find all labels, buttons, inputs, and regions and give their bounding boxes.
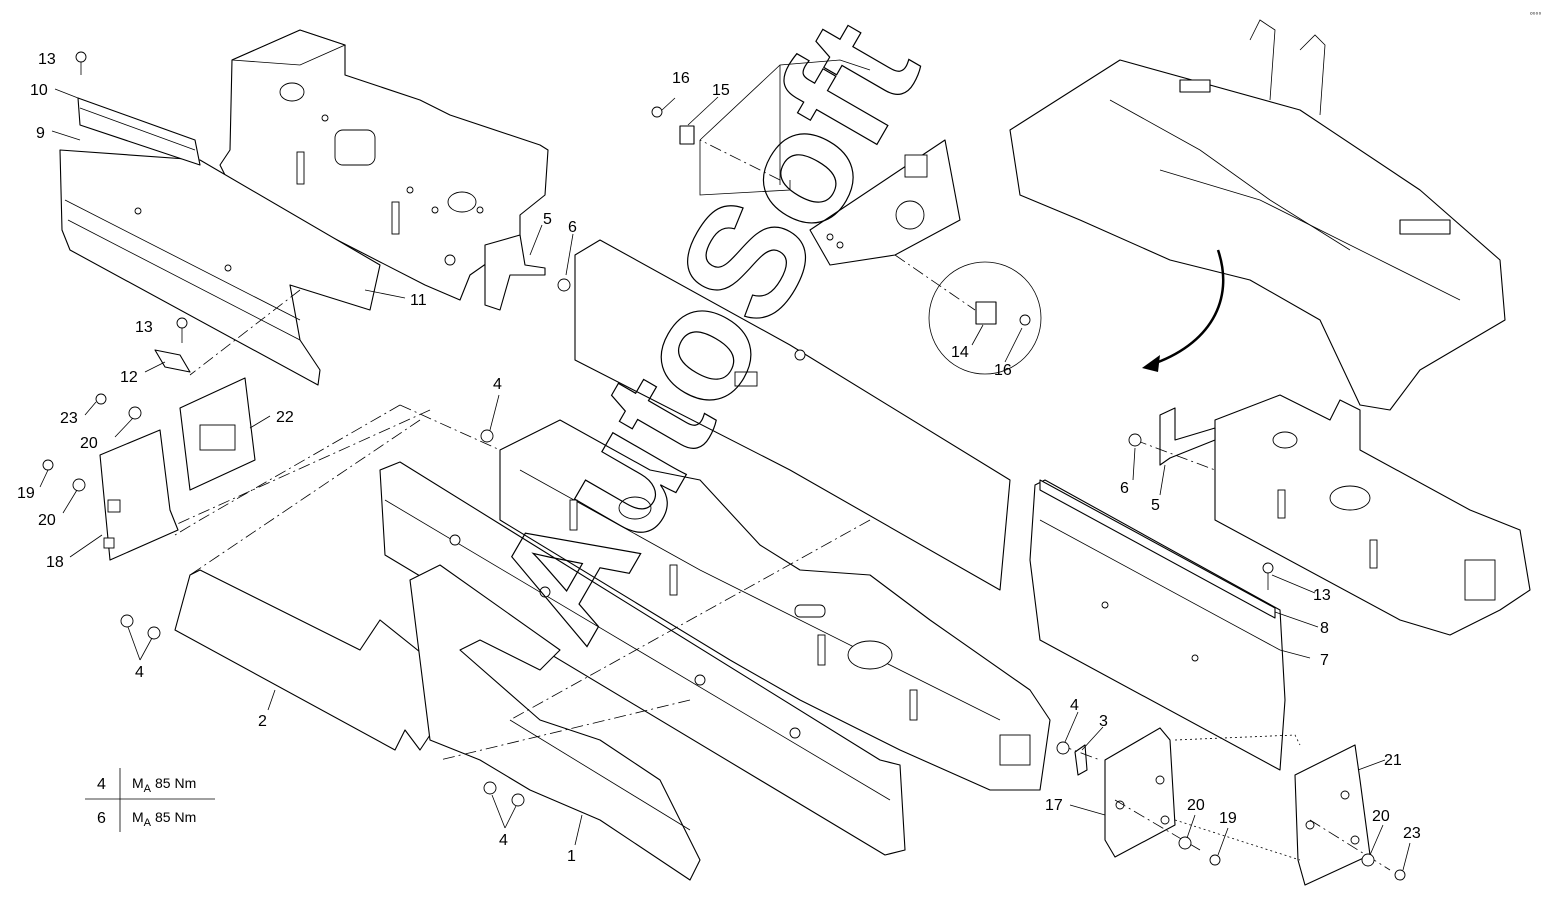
callout-3: 3 — [1099, 713, 1108, 730]
cover-part-1 — [409, 564, 701, 881]
bolt-4-right — [1056, 741, 1070, 755]
screw-13-right — [1262, 562, 1274, 590]
callout-9: 9 — [36, 125, 45, 142]
callout-17: 17 — [1045, 797, 1063, 814]
callout-7: 7 — [1320, 652, 1329, 669]
right-cover-7 — [1029, 479, 1286, 771]
callout-23: 23 — [1403, 825, 1421, 842]
bolt-4-bottom-a — [483, 781, 497, 795]
torque-row-1-part: 4 — [97, 776, 106, 793]
bolt-4-bottom-b — [511, 793, 525, 807]
callout-4: 4 — [1070, 697, 1079, 714]
callout-19: 19 — [17, 485, 35, 502]
callout-labels: 13 10 9 11 5 6 13 12 23 20 22 19 20 18 4… — [17, 51, 1421, 865]
plate-21 — [1294, 744, 1371, 886]
center-back-panel — [574, 239, 1011, 591]
upper-left-frame — [219, 29, 549, 301]
washer-20-left-a — [128, 406, 142, 420]
callout-20: 20 — [80, 435, 98, 452]
top-center-frame — [679, 59, 961, 266]
bolt-6-left — [557, 278, 571, 292]
bolt-4-left-a — [120, 614, 134, 628]
detail-circle — [928, 261, 1042, 375]
bolt-16-top — [651, 106, 663, 118]
callout-15: 15 — [712, 82, 730, 99]
washer-20-right-b — [1361, 853, 1375, 867]
callout-5: 5 — [1151, 497, 1160, 514]
right-plate-8 — [1039, 479, 1276, 619]
callout-6: 6 — [568, 219, 577, 236]
right-frame — [1214, 394, 1531, 636]
fasteners — [42, 51, 1406, 881]
callout-4: 4 — [493, 376, 502, 393]
callout-4: 4 — [499, 832, 508, 849]
bolt-4-left-b — [147, 626, 161, 640]
callout-5: 5 — [543, 211, 552, 228]
callout-13: 13 — [135, 319, 153, 336]
callout-16: 16 — [672, 70, 690, 87]
bolt-6-right — [1128, 433, 1142, 447]
plate-17 — [1104, 727, 1176, 858]
plate-12 — [154, 349, 191, 373]
callout-11: 11 — [410, 292, 427, 309]
screw-23-left — [95, 393, 107, 405]
machine-overview — [1009, 19, 1506, 411]
bracket-5-left — [484, 234, 546, 311]
washer-20-right-a — [1178, 836, 1192, 850]
callout-21: 21 — [1384, 752, 1402, 769]
callout-19: 19 — [1219, 810, 1237, 827]
callout-2: 2 — [258, 713, 267, 730]
callout-10: 10 — [30, 82, 48, 99]
page-identifier: ₒ₀₀₀ — [1530, 9, 1541, 16]
callout-4: 4 — [135, 664, 144, 681]
callout-8: 8 — [1320, 620, 1329, 637]
callout-22: 22 — [276, 409, 294, 426]
plate-18 — [99, 429, 179, 561]
callout-12: 12 — [120, 369, 138, 386]
spacer-3 — [1074, 744, 1088, 776]
callout-13: 13 — [38, 51, 56, 68]
screw-19-right — [1209, 854, 1221, 866]
callout-23: 23 — [60, 410, 78, 427]
screw-13-top — [75, 51, 87, 75]
cover-part-2 — [174, 569, 441, 751]
screw-19-left — [42, 459, 54, 471]
callout-20: 20 — [1187, 797, 1205, 814]
screw-23-right — [1394, 869, 1406, 881]
callout-20: 20 — [1372, 808, 1390, 825]
bolt-16-circle — [1019, 314, 1031, 326]
screw-13-mid — [176, 317, 188, 343]
callout-14: 14 — [951, 344, 969, 361]
callout-16: 16 — [994, 362, 1012, 379]
upper-left-plate — [77, 97, 201, 166]
plate-22 — [179, 377, 256, 491]
leader-lines — [39, 88, 1411, 871]
callout-13: 13 — [1313, 587, 1331, 604]
bolt-4-top — [480, 429, 494, 443]
upper-left-cover-panel — [59, 149, 381, 386]
callout-6: 6 — [1120, 480, 1129, 497]
torque-row-2-part: 6 — [97, 810, 106, 827]
bracket-5-right — [1159, 407, 1216, 466]
callout-18: 18 — [46, 554, 64, 571]
callout-1: 1 — [567, 848, 576, 865]
curved-arrow — [1142, 249, 1225, 372]
washer-20-left-b — [72, 478, 86, 492]
center-frame — [499, 419, 1051, 791]
callout-20: 20 — [38, 512, 56, 529]
